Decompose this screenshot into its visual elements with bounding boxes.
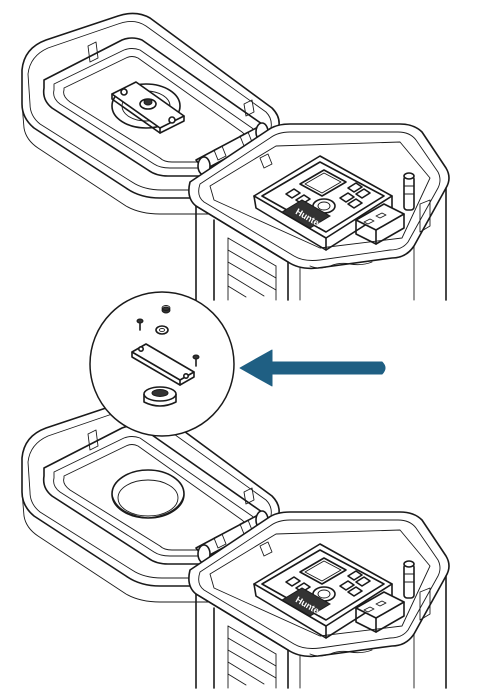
callout-arrow — [239, 349, 386, 387]
panel-before: Hunter — [21, 12, 450, 301]
bracket-plate — [131, 343, 195, 386]
panel-after: Hunter — [21, 400, 450, 689]
nut — [161, 305, 171, 314]
screw-right — [192, 354, 200, 367]
washer — [155, 325, 169, 335]
callout-parts-detail — [89, 291, 235, 437]
arrow-left-icon — [239, 349, 386, 387]
magnet-puck — [143, 386, 177, 407]
screw-left — [136, 318, 144, 331]
